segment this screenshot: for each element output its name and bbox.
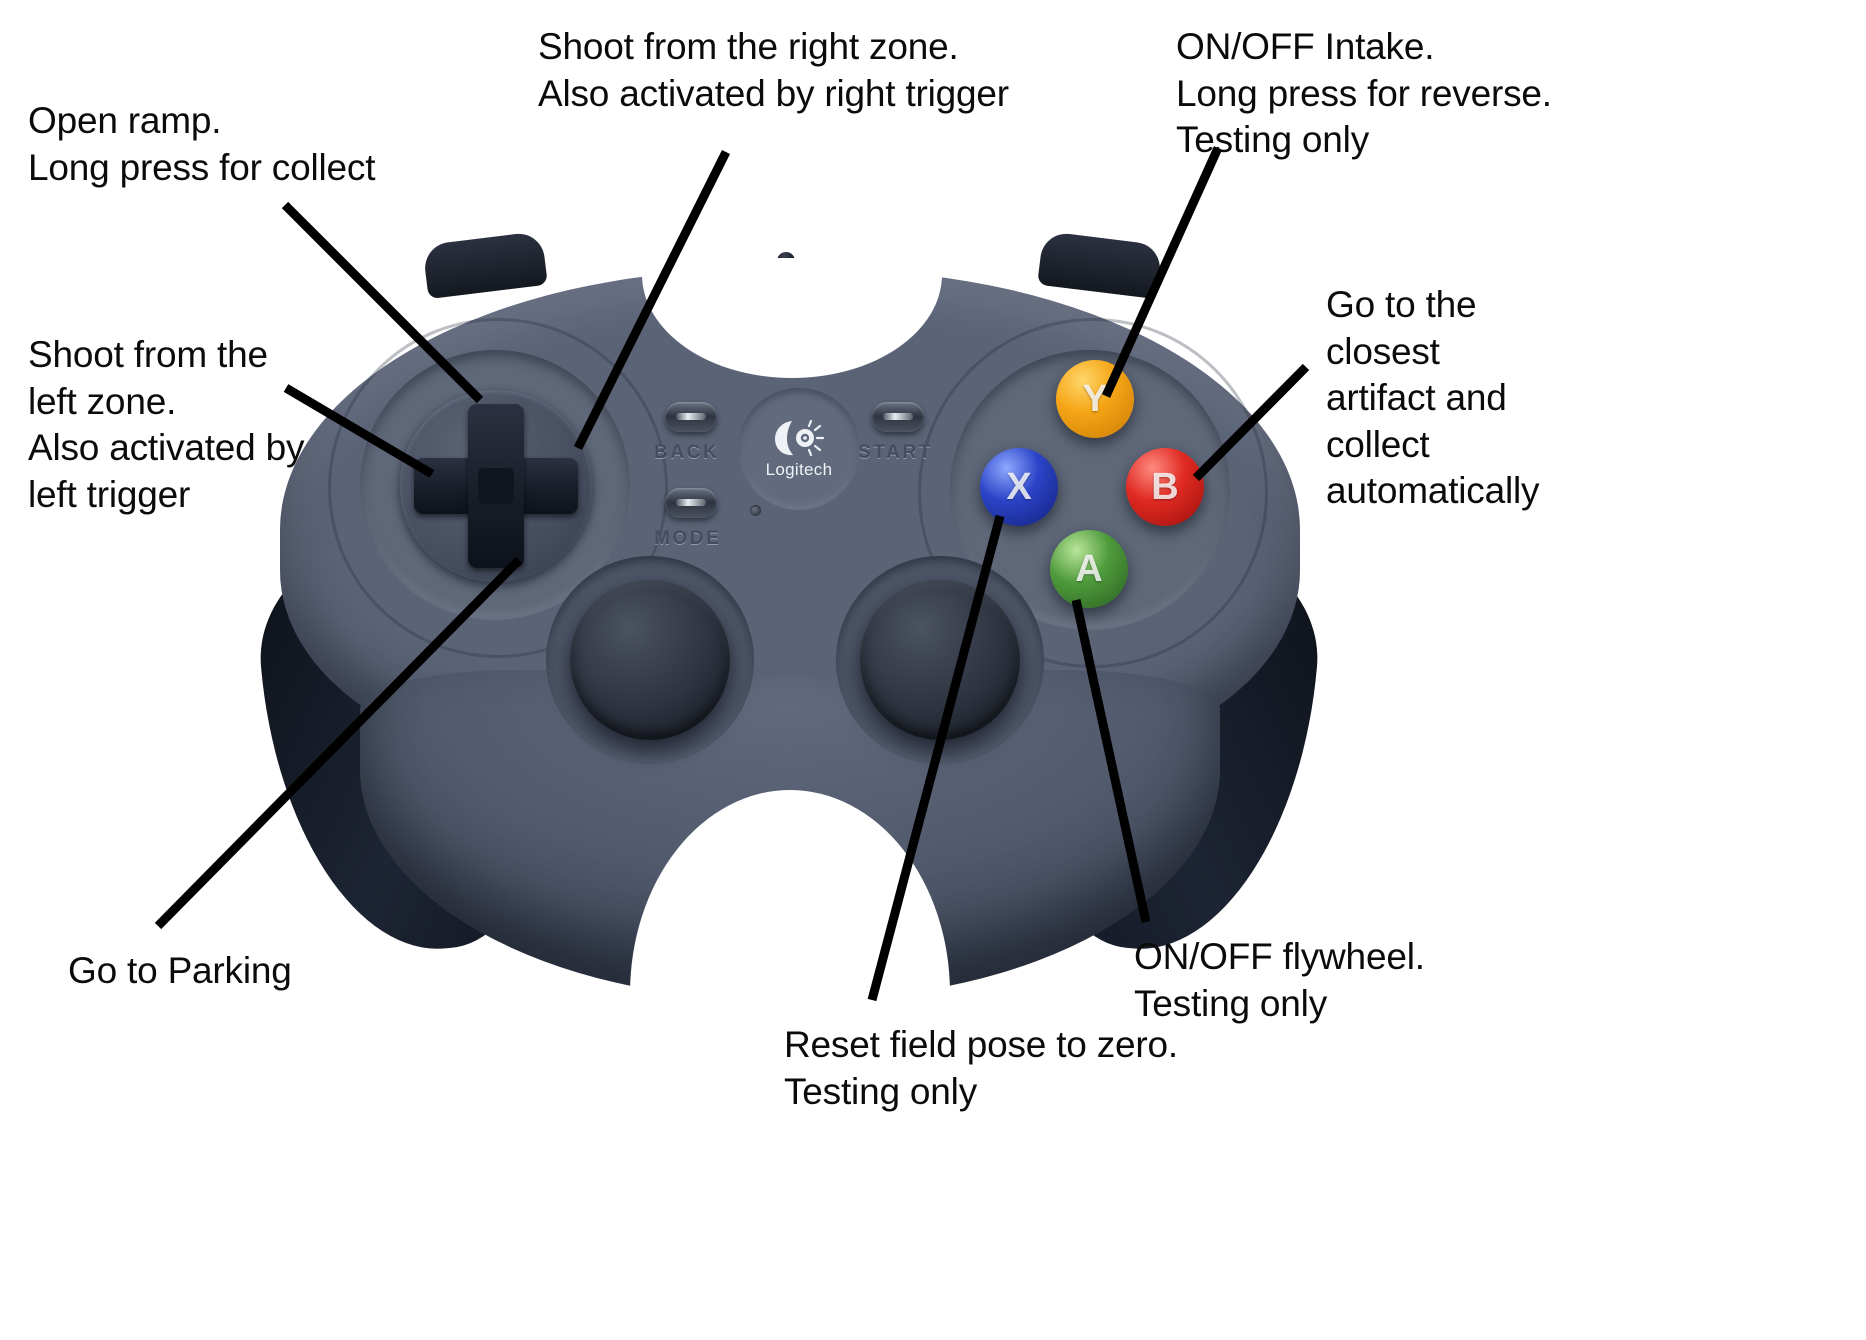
button-x[interactable]: X <box>980 448 1058 526</box>
annotation-onoff-intake: ON/OFF Intake. Long press for reverse. T… <box>1176 26 1552 161</box>
mode-button-label: MODE <box>654 528 722 549</box>
logitech-wordmark: Logitech <box>765 460 833 479</box>
back-button-label: BACK <box>654 442 720 463</box>
annotation-shoot-left-zone: Shoot from the left zone. Also activated… <box>28 334 305 515</box>
mode-button[interactable] <box>665 488 717 518</box>
dpad-center-pivot <box>478 468 514 504</box>
logitech-badge: Logitech <box>738 388 860 510</box>
gamepad-illustration: BACK START MODE Logitech Y B <box>250 230 1330 1020</box>
logitech-logo-icon <box>775 419 825 457</box>
button-b[interactable]: B <box>1126 448 1204 526</box>
back-button[interactable] <box>665 402 717 432</box>
annotation-go-to-parking: Go to Parking <box>68 950 292 991</box>
button-y[interactable]: Y <box>1056 360 1134 438</box>
start-button[interactable] <box>872 402 924 432</box>
left-analog-stick[interactable] <box>570 580 730 740</box>
button-a[interactable]: A <box>1050 530 1128 608</box>
annotation-open-ramp: Open ramp. Long press for collect <box>28 100 376 188</box>
annotation-go-closest-artifact: Go to the closest artifact and collect a… <box>1326 284 1540 512</box>
left-bumper[interactable] <box>422 230 548 300</box>
status-led <box>750 505 761 516</box>
annotation-shoot-right-zone: Shoot from the right zone. Also activate… <box>538 26 1009 114</box>
start-button-label: START <box>858 442 933 463</box>
dpad-center <box>400 390 592 582</box>
annotation-reset-field-pose: Reset field pose to zero. Testing only <box>784 1024 1178 1112</box>
right-analog-stick[interactable] <box>860 580 1020 740</box>
annotation-onoff-flywheel: ON/OFF flywheel. Testing only <box>1134 936 1425 1024</box>
right-bumper[interactable] <box>1037 230 1163 300</box>
